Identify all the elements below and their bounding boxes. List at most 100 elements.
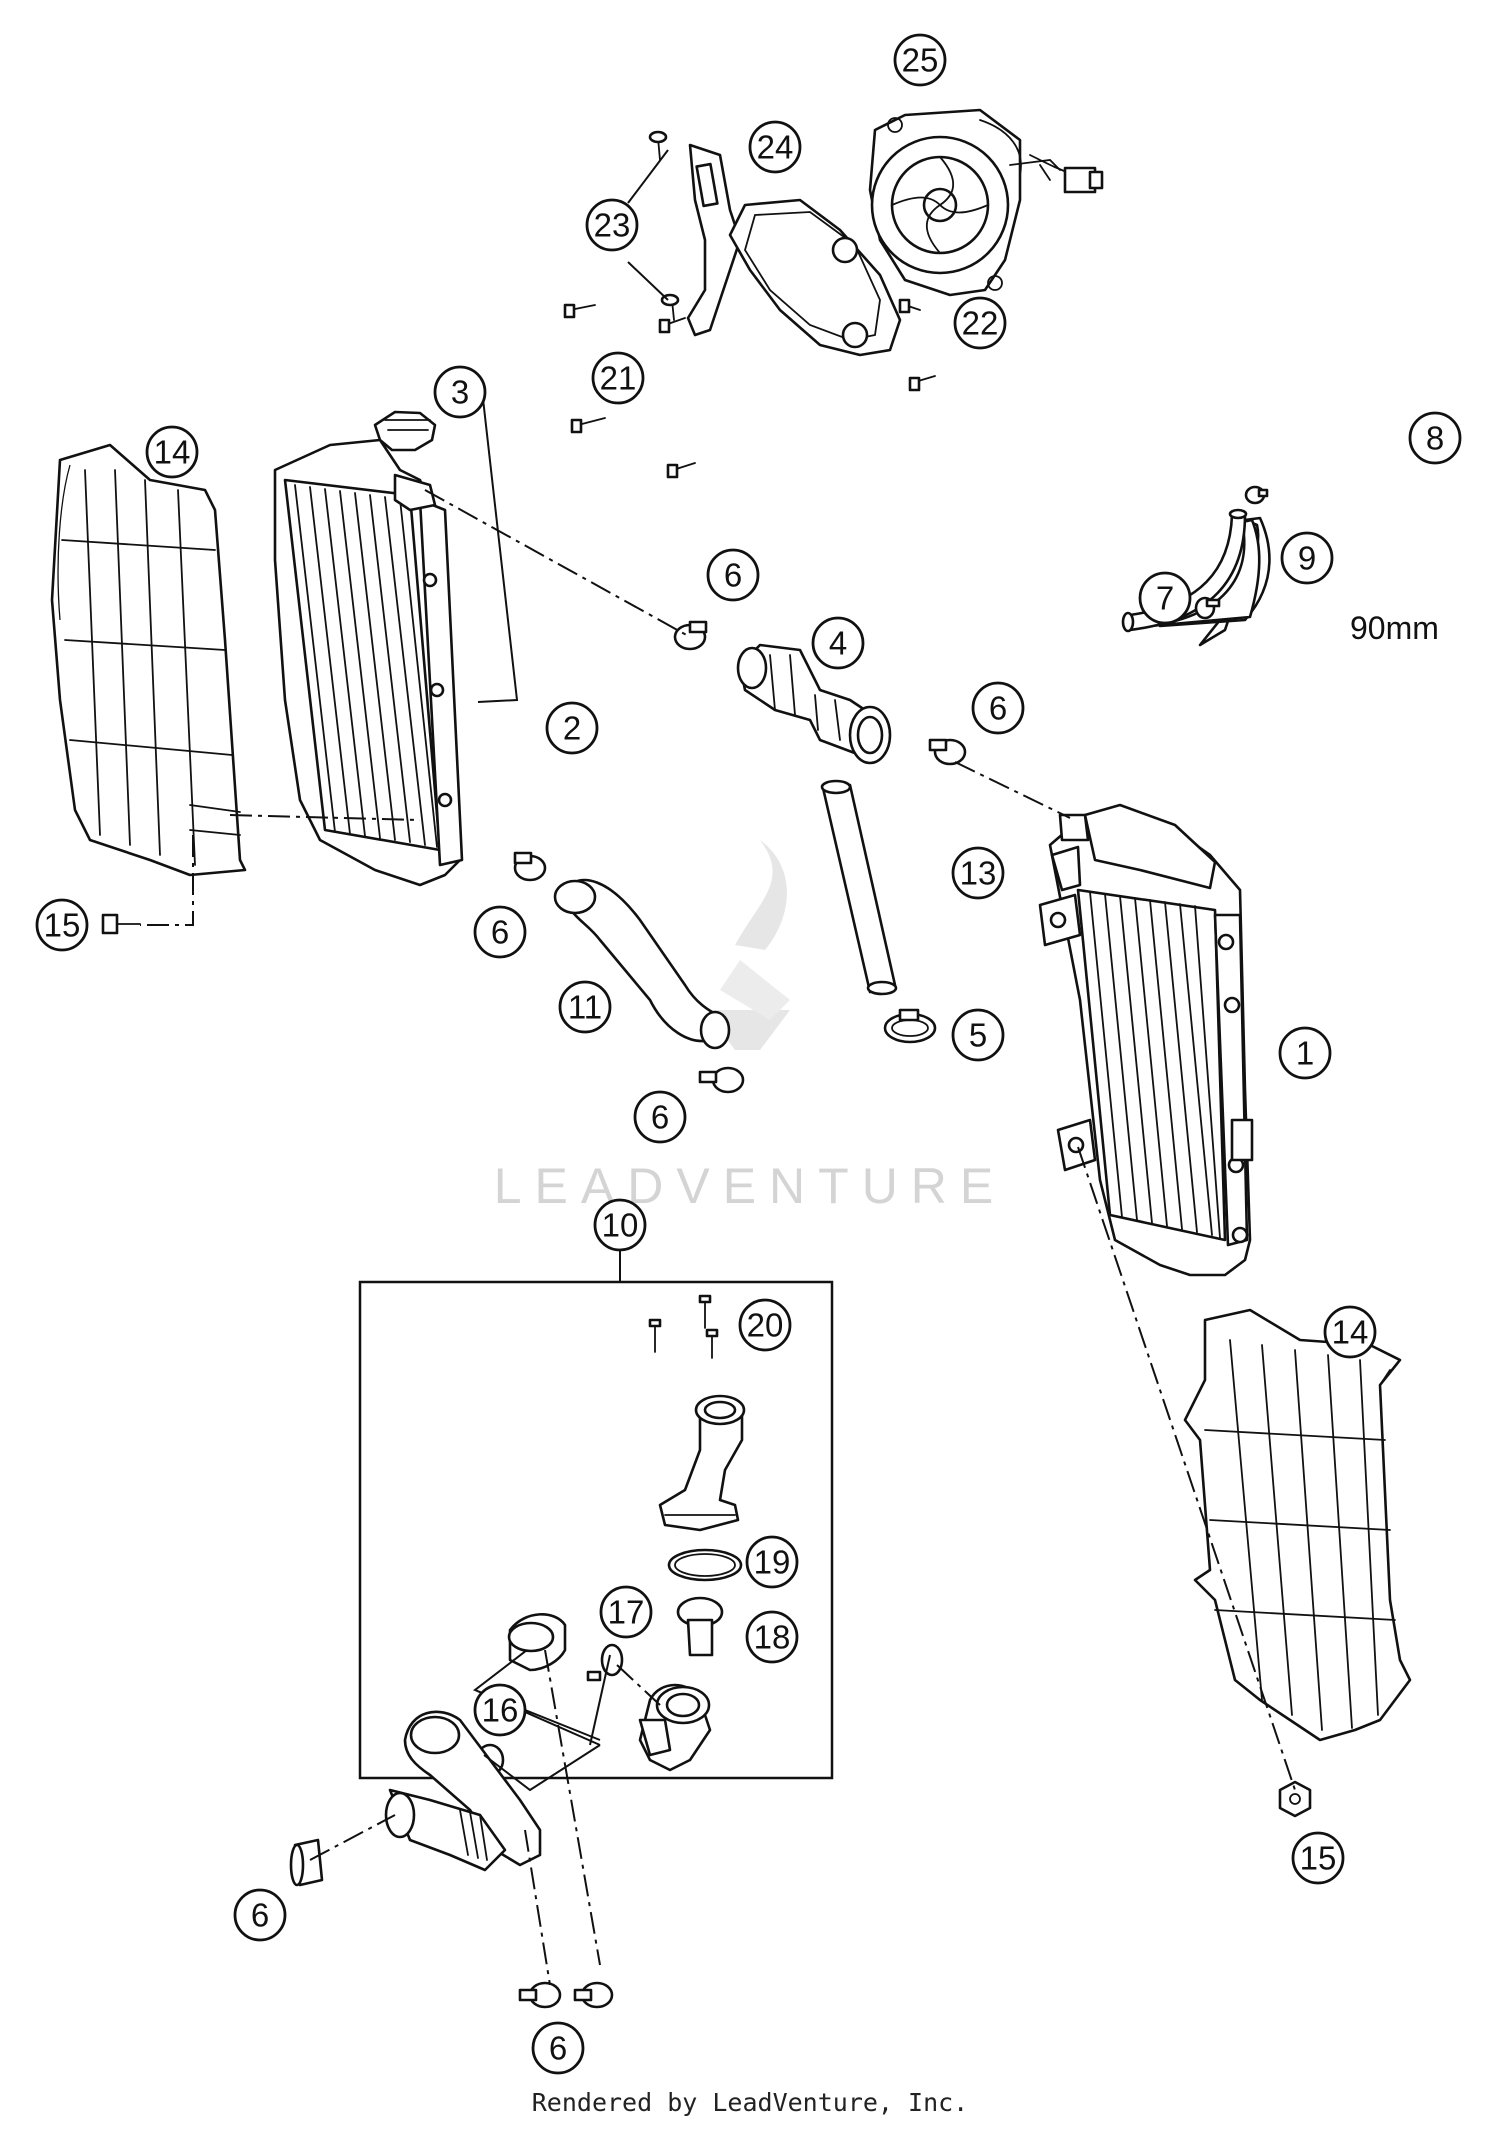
callout-20[interactable]: 20 [738, 1298, 792, 1352]
svg-text:15: 15 [1300, 1840, 1337, 1877]
radiator-left [273, 410, 464, 887]
bolt-15-right [1278, 1780, 1312, 1818]
bypass-hose [384, 1710, 542, 1872]
callout-7[interactable]: 7 [1138, 571, 1192, 625]
svg-text:22: 22 [962, 305, 999, 342]
hose-clamp-6-right [928, 738, 967, 766]
svg-text:25: 25 [902, 42, 939, 79]
svg-text:18: 18 [754, 1619, 791, 1656]
hose-clamp-6-hose-top [513, 851, 547, 882]
svg-text:17: 17 [608, 1594, 645, 1631]
svg-text:6: 6 [989, 690, 1007, 727]
callout-9[interactable]: 9 [1280, 531, 1334, 585]
radiator-right [1038, 803, 1254, 1277]
callout-4[interactable]: 4 [811, 616, 865, 670]
svg-text:16: 16 [482, 1692, 519, 1729]
svg-text:23: 23 [594, 207, 631, 244]
callout-14[interactable]: 14 [1323, 1305, 1377, 1359]
svg-text:6: 6 [251, 1897, 269, 1934]
callout-3[interactable]: 3 [433, 365, 487, 419]
svg-text:8: 8 [1426, 420, 1444, 457]
svg-text:13: 13 [960, 855, 997, 892]
hose-end-cap [289, 1838, 324, 1887]
callout-24[interactable]: 24 [748, 120, 802, 174]
fan-shroud [686, 143, 902, 357]
svg-text:24: 24 [757, 129, 794, 166]
render-credit: Rendered by LeadVenture, Inc. [531, 2088, 969, 2117]
svg-text:19: 19 [754, 1544, 791, 1581]
hose-clamp-6-left [518, 1981, 562, 2009]
svg-text:7: 7 [1156, 580, 1174, 617]
assembly-line [544, 1649, 601, 1966]
hose-coupling [736, 643, 892, 765]
thermostat-assembly-box [358, 1280, 834, 1780]
watermark: LEADVENTURE [494, 840, 993, 1214]
callout-17[interactable]: 17 [599, 1585, 653, 1639]
callout-6[interactable]: 6 [531, 2021, 585, 2075]
svg-text:6: 6 [549, 2030, 567, 2067]
bolt-15-left [101, 913, 141, 935]
callout-6[interactable]: 6 [633, 1090, 687, 1144]
thermostat [676, 1596, 724, 1657]
callout-11[interactable]: 11 [558, 980, 612, 1034]
callout-8[interactable]: 8 [1408, 411, 1462, 465]
callout-10[interactable]: 10 [593, 1198, 647, 1252]
callout-2[interactable]: 2 [545, 701, 599, 755]
callout-6[interactable]: 6 [233, 1888, 287, 1942]
callout-16[interactable]: 16 [473, 1683, 527, 1737]
hose-clamp-7 [1194, 596, 1221, 620]
callout-6[interactable]: 6 [706, 548, 760, 602]
hose-clamp-6-right-bottom [573, 1981, 614, 2009]
hose-clamp-8 [1244, 485, 1269, 505]
svg-text:10: 10 [602, 1207, 639, 1244]
svg-text:3: 3 [451, 374, 469, 411]
svg-text:6: 6 [491, 914, 509, 951]
screws-22 [898, 298, 936, 392]
radiator-shroud-left [50, 443, 247, 877]
breather-hose [1121, 508, 1271, 647]
callout-23[interactable]: 23 [585, 198, 639, 252]
svg-text:20: 20 [747, 1307, 784, 1344]
svg-text:11: 11 [568, 989, 602, 1026]
coolant-pipe [820, 779, 898, 996]
svg-text:6: 6 [651, 1099, 669, 1136]
hose-length-label: 90mm [1350, 610, 1439, 646]
callout-15[interactable]: 15 [35, 898, 89, 952]
assembly-line [616, 1664, 661, 1706]
svg-text:1: 1 [1296, 1035, 1314, 1072]
screws-23 [648, 130, 680, 321]
callout-1[interactable]: 1 [1278, 1026, 1332, 1080]
assembly-line [229, 814, 421, 821]
assembly-line [424, 489, 691, 638]
svg-text:15: 15 [44, 907, 81, 944]
callout-19[interactable]: 19 [745, 1535, 799, 1589]
svg-text:14: 14 [1332, 1314, 1369, 1351]
assembly-line [309, 1814, 396, 1861]
assembly-line [954, 761, 1071, 819]
assembly-line [140, 835, 194, 926]
screws-21 [563, 303, 696, 479]
callout-6[interactable]: 6 [473, 905, 527, 959]
screws-20 [648, 1294, 719, 1359]
callout-6[interactable]: 6 [971, 681, 1025, 735]
hose-connector [507, 1613, 567, 1672]
thermostat-housing [658, 1394, 746, 1532]
callout-18[interactable]: 18 [745, 1610, 799, 1664]
callout-21[interactable]: 21 [591, 351, 645, 405]
callout-25[interactable]: 25 [893, 33, 947, 87]
callout-13[interactable]: 13 [951, 846, 1005, 900]
svg-text:6: 6 [724, 557, 742, 594]
callout-5[interactable]: 5 [951, 1008, 1005, 1062]
svg-text:14: 14 [154, 434, 191, 471]
svg-text:2: 2 [563, 710, 581, 747]
hose-clamp-6-hose-bottom [698, 1066, 745, 1094]
svg-text:9: 9 [1298, 540, 1316, 577]
assembly-line [524, 1829, 551, 1986]
callout-15[interactable]: 15 [1291, 1831, 1345, 1885]
callout-14[interactable]: 14 [145, 425, 199, 479]
callout-22[interactable]: 22 [953, 296, 1007, 350]
hose-clamp-6-upper [673, 620, 708, 651]
svg-text:21: 21 [600, 360, 637, 397]
svg-text:4: 4 [829, 625, 847, 662]
